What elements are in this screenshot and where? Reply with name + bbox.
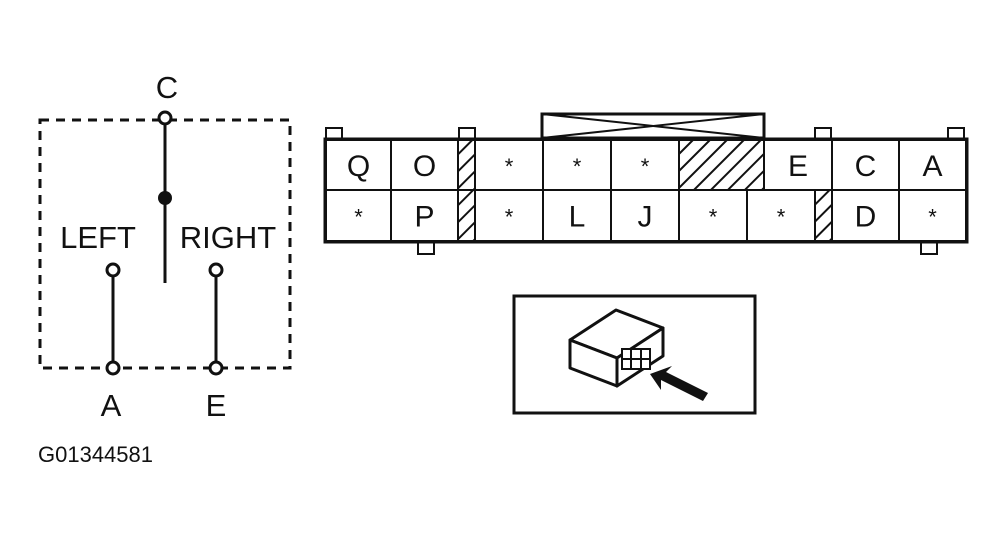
bottom-row-pin-label: P [414,201,434,234]
blocked-cavity [678,139,765,191]
left-label: LEFT [60,220,136,255]
bottom-row-pin-label: L [569,201,586,234]
connector-nub [417,241,435,255]
pin-cavity [610,189,680,242]
pin-cavity [763,139,833,191]
pin-cavity [325,139,392,191]
connector-icon [568,308,665,388]
bottom-row-pin-label: * [709,205,718,230]
blocked-cavity [814,189,833,242]
bottom-row-pin-label: D [855,201,877,234]
bottom-row-pin-label: J [638,201,653,234]
contact-right [208,262,224,278]
top-row-pin-label: C [855,150,877,183]
pin-cavity [898,189,967,242]
top-row-pin-label: * [641,154,650,179]
top-row-pin-label: * [505,154,514,179]
pin-cavity [390,139,459,191]
top-row-pin-label: * [573,154,582,179]
pin-cavity [610,139,680,191]
top-row-pin-label: Q [347,150,370,183]
top-row-pin-label: O [413,150,436,183]
figure-code: G01344581 [38,442,153,467]
connector-latch [540,112,766,140]
pivot-dot [158,191,172,205]
blocked-cavity [457,189,476,242]
terminal-a-label: A [101,388,122,423]
arrow-icon [650,366,708,401]
terminal-c-label: C [156,70,178,105]
right-label: RIGHT [180,220,277,255]
terminal-e [208,360,224,376]
connector-bottom-row: * P * L J * * D * [325,189,967,242]
blocked-cavity [457,139,476,191]
bottom-row-pin-label: * [777,205,786,230]
top-row-pin-label: E [788,150,808,183]
terminal-e-label: E [206,388,227,423]
connector-top-row: Q O * * * E C A [325,139,967,191]
pin-cavity [746,189,816,242]
contact-left [105,262,121,278]
pin-cavity [542,189,612,242]
top-row-pin-label: A [922,150,942,183]
connector-nub [920,241,938,255]
pin-cavity [898,139,967,191]
switch-outline [38,118,292,370]
bottom-row-pin-label: * [505,205,514,230]
bottom-row-pin-label: * [354,205,363,230]
pin-cavity [678,189,748,242]
pin-cavity [390,189,459,242]
connector-location-inset [512,294,757,415]
pin-cavity [831,189,900,242]
pin-cavity [474,139,544,191]
bottom-row-pin-label: * [928,205,937,230]
terminal-c [157,110,173,126]
terminal-a [105,360,121,376]
pin-cavity [474,189,544,242]
switch-schematic: C LEFT RIGHT A E [38,70,292,423]
